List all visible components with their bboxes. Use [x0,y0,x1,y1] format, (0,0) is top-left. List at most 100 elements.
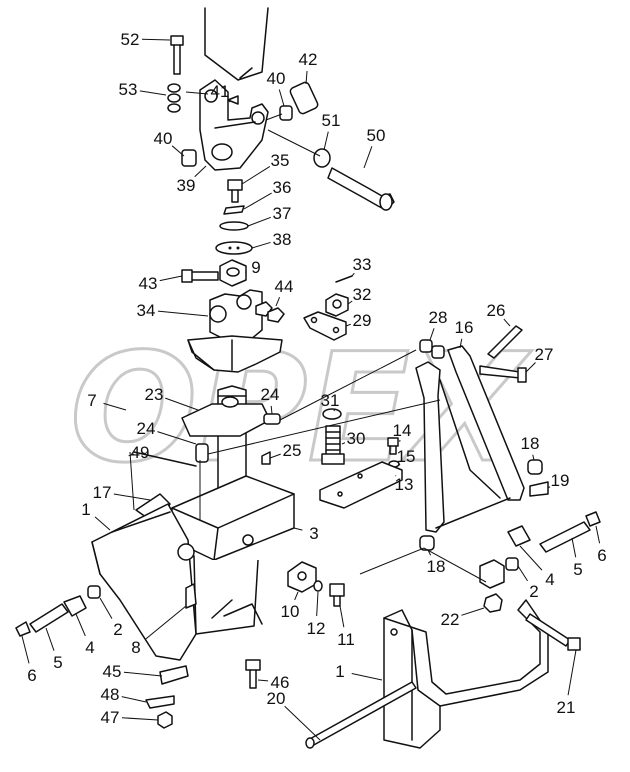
callout-number: 1 [81,500,90,519]
washer-12 [313,580,323,592]
bolt-43 [181,269,219,283]
callout-leader-line [165,397,199,411]
link-arm-16 [415,345,525,533]
callout-c41: 41 [211,82,231,103]
callout-number: 39 [177,176,196,195]
callout-c34: 34 [137,301,209,320]
callout-number: 37 [273,204,292,223]
callout-number: 49 [131,443,150,462]
callout-leader-line [351,272,355,277]
callout-number: 12 [307,619,326,638]
callout-leader-line [157,431,197,445]
plate-29 [303,311,347,341]
callout-number: 48 [101,685,120,704]
callout-number: 40 [154,129,173,148]
callout-leader-line [241,165,271,185]
callout-c18a: 18 [521,434,539,461]
plate-48 [145,695,175,709]
callout-leader-line [339,605,345,628]
callout-leader-line [121,717,159,721]
callout-number: 5 [573,560,582,579]
callout-leader-line [275,296,281,307]
callout-number: 7 [87,391,96,410]
callout-c1b: 1 [335,662,383,681]
plate-38 [215,241,253,255]
callout-c8: 8 [131,605,187,657]
callout-c22: 22 [441,607,485,629]
callout-number: 6 [597,546,606,565]
assembly-lines [129,91,487,583]
callout-leader-line [459,338,463,349]
callout-leader-line [547,486,551,489]
callout-c11: 11 [337,605,355,649]
tractor-frame-stub [204,7,269,81]
callout-c42: 42 [299,50,317,85]
callout-leader-line [94,516,111,531]
callout-leader-line [427,549,432,556]
callout-leader-line [251,241,271,249]
callout-number: 13 [395,475,414,494]
callout-leader-line [517,565,528,582]
callout-leader-line [269,453,281,459]
callout-number: 34 [137,301,156,320]
callout-c2a: 2 [99,597,123,639]
callout-c28: 28 [429,308,447,341]
callout-leader-line [519,545,543,571]
callout-number: 26 [487,301,506,320]
callout-c2b: 2 [517,565,539,601]
callout-leader-line [363,146,373,169]
callout-number: 40 [267,69,286,88]
pin-24-right [263,413,281,425]
callout-c24b: 24 [137,419,197,445]
callout-leader-line [316,591,319,617]
plate-4-right [507,525,531,547]
callout-leader-line [305,70,308,85]
callout-number: 32 [353,285,372,304]
callout-number: 20 [267,689,286,708]
link-49 [133,451,197,467]
callout-number: 46 [271,673,290,692]
callout-leader-line [345,323,351,327]
callout-number: 16 [455,318,474,337]
callout-number: 9 [251,258,260,277]
nut-44-pair [255,301,285,323]
bolt-21 [525,613,581,651]
bushing-pair-28 [419,339,445,359]
pin-5-right [539,521,591,553]
washer-31 [322,408,342,420]
pin-26 [487,325,523,359]
callout-leader-line [21,635,30,664]
callout-number: 22 [441,610,460,629]
callout-c17: 17 [93,483,151,502]
callout-leader-line [595,525,601,544]
callout-c14: 14 [393,421,411,442]
callout-number: 38 [273,230,292,249]
callout-number: 18 [427,557,446,576]
bolt-14 [387,437,399,455]
callout-number: 11 [337,630,355,649]
callout-number: 2 [113,620,122,639]
pin-33 [335,275,353,283]
callout-leader-line [503,318,511,327]
callout-number: 33 [353,255,372,274]
callout-leader-line [284,705,321,741]
callout-number: 27 [535,345,554,364]
grease-fitting-41 [227,95,239,105]
bucket-1-left [91,503,197,661]
callout-c4a: 4 [75,613,95,657]
callout-c7: 7 [87,391,127,411]
callout-c37: 37 [247,204,292,227]
callout-leader-line [141,38,171,41]
callout-number: 19 [551,471,570,490]
callout-leader-line [341,442,346,445]
callout-c29: 29 [345,311,371,330]
callout-leader-line [398,463,401,466]
grease-fitting-25 [261,451,271,465]
callout-c6b: 6 [595,525,607,565]
callout-c23: 23 [145,385,199,411]
callout-number: 1 [335,662,344,681]
callout-leader-line [351,673,383,681]
nut-9 [219,259,247,287]
